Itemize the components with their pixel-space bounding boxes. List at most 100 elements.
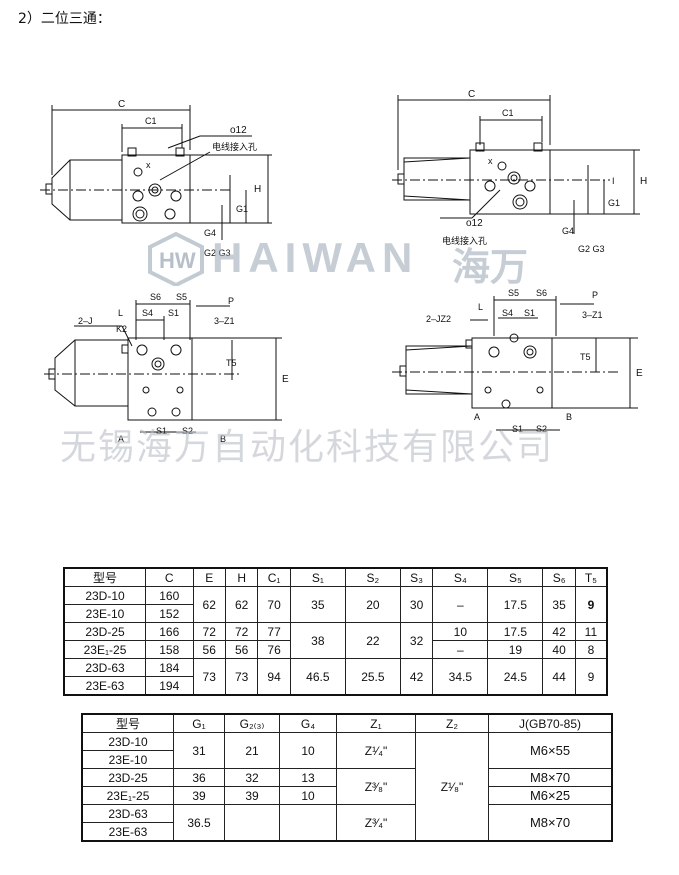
table-cell: 31: [173, 732, 225, 769]
table-header: S₆: [542, 567, 576, 587]
table-row: 23D-63 184 73 73 94 46.5 25.5 42 34.5 24…: [63, 658, 608, 696]
label-3Z1-2: 3–Z1: [582, 310, 603, 320]
label-P: P: [228, 296, 234, 306]
table-cell: 73: [192, 658, 226, 696]
table-cell: 10: [432, 622, 489, 641]
table-cell: Z³⁄₈": [336, 768, 416, 805]
table-cell: 39: [173, 786, 225, 805]
label-E: E: [282, 374, 289, 385]
table-cell: 23E-63: [81, 822, 174, 842]
table-cell: 62: [224, 586, 259, 623]
label-T5: T5: [226, 358, 237, 368]
table-cell: [224, 804, 280, 842]
label-wire-hole-2: 电线接入孔: [442, 235, 487, 246]
table-cell: 11: [574, 622, 608, 641]
table-cell: 32: [399, 622, 434, 659]
label-wire-hole: 电线接入孔: [212, 141, 257, 152]
table-header: E: [192, 567, 226, 587]
table-cell: 46.5: [289, 658, 346, 696]
table-header: Z₁: [336, 713, 416, 733]
label-o12-2: o12: [466, 218, 483, 229]
label-S4: S4: [142, 308, 153, 318]
table-cell: 44: [542, 658, 576, 696]
table-cell: 13: [279, 768, 337, 787]
table-header: S₄: [432, 567, 489, 587]
table-header: 型号: [81, 713, 174, 733]
brand-watermark: HW HAIWAN 海万: [146, 231, 546, 290]
table-cell: [279, 804, 337, 842]
label-x: x: [146, 160, 151, 170]
table-cell: 160: [145, 586, 194, 605]
label-S6-2: S6: [536, 288, 547, 298]
table-header: C: [145, 567, 194, 587]
table-cell: 56: [192, 640, 226, 659]
label-S1: S1: [168, 308, 179, 318]
label-S1-2b: S1: [512, 424, 523, 434]
table-cell: M6×55: [488, 732, 613, 769]
table-header: S₅: [487, 567, 544, 587]
table-cell: 76: [257, 640, 291, 659]
label-C1: C1: [145, 116, 157, 126]
table-cell: 166: [145, 622, 194, 641]
table-row: 23D-10 160 62 62 70 35 20 30 – 17.5 35 9: [63, 586, 608, 623]
table-cell: 35: [289, 586, 346, 623]
table-cell: 10: [279, 786, 337, 805]
table-cell: 22: [344, 622, 401, 659]
table-header: 型号: [63, 567, 146, 587]
table-cell: 77: [257, 622, 291, 641]
label-G4: G4: [204, 228, 216, 238]
table-cell: 20: [344, 586, 401, 623]
label-S1-b: S1: [156, 426, 167, 436]
label-G2G3-2: G2 G3: [578, 244, 605, 254]
drawing-top-left: [40, 105, 272, 240]
table-cell: 35: [542, 586, 576, 623]
label-L-2: L: [478, 302, 483, 312]
table-header: S₃: [399, 567, 434, 587]
table-row: 23E-10 152: [63, 604, 607, 623]
table-cell: 24.5: [487, 658, 544, 696]
table-row: 23E-63: [81, 822, 612, 842]
label-G4-2: G4: [562, 226, 574, 236]
label-A-2: A: [474, 412, 480, 422]
table-cell: 36.5: [173, 804, 225, 842]
table-cell: 23D-25: [81, 768, 174, 787]
table-cell: 10: [279, 732, 337, 769]
label-A: A: [118, 434, 124, 444]
label-S5-2: S5: [508, 288, 519, 298]
table-header: G₂₍₃₎: [224, 713, 280, 733]
table-cell: 21: [224, 732, 280, 769]
table-cell: 194: [145, 676, 194, 696]
table-cell: 23E-10: [63, 604, 146, 623]
label-C1-2: C1: [502, 108, 514, 118]
table-cell: 73: [224, 658, 259, 696]
label-C: C: [118, 99, 125, 110]
table-cell: 72: [192, 622, 226, 641]
table-cell: 70: [257, 586, 291, 623]
table-cell: 40: [542, 640, 576, 659]
brand-name-cn: 海万: [452, 245, 529, 289]
table-cell: Z¹⁄₄": [336, 732, 416, 769]
table-header: Z₂: [415, 713, 489, 733]
table-cell: 94: [257, 658, 291, 696]
label-P-2: P: [592, 290, 598, 300]
table-header: G₄: [279, 713, 337, 733]
table-header-row: 型号 C E H C₁ S₁ S₂ S₃ S₄ S₅ S₆ T₅: [63, 567, 608, 587]
table-cell: 36: [173, 768, 225, 787]
table-row: 23D-63 36.5 Z³⁄₄" M8×70: [81, 804, 613, 842]
svg-text:HW: HW: [159, 248, 196, 273]
label-S2: S2: [182, 426, 193, 436]
table-cell: M6×25: [488, 786, 613, 805]
drawing-bottom-left: [44, 300, 282, 433]
table-cell: M8×70: [488, 804, 613, 842]
table-cell: 17.5: [487, 622, 544, 641]
table-cell: 42: [542, 622, 576, 641]
label-H-2: H: [640, 176, 647, 187]
table-cell: 9: [574, 658, 608, 696]
table-cell: 17.5: [487, 586, 544, 623]
table-cell: –: [432, 640, 489, 659]
table-cell: 23E₁-25: [63, 640, 146, 659]
table-header: S₂: [344, 567, 401, 587]
table-cell: 8: [574, 640, 608, 659]
table-header: J(GB70-85): [488, 713, 613, 733]
label-o12: o12: [230, 125, 247, 136]
